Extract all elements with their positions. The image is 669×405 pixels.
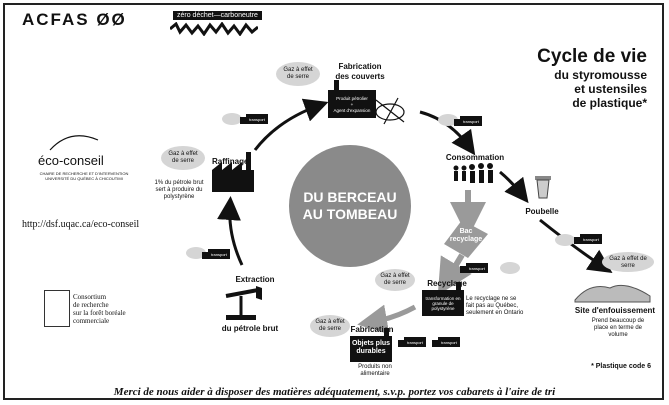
truck-label-3: transport <box>463 119 479 124</box>
truck-label-2: transport <box>211 252 227 257</box>
label-fabrication-1: Fabrication <box>338 62 382 71</box>
truck-icon-1 <box>240 114 268 124</box>
foret-text: Consortium de recherche sur la forêt bor… <box>73 293 126 325</box>
cloud-shape-5 <box>602 252 654 272</box>
truck-label-4: transport <box>583 237 599 242</box>
box-objets: Objets plus durables <box>351 340 391 355</box>
title-line1: du styromousse <box>554 68 647 82</box>
label-raffinage: Raffinage <box>212 157 249 166</box>
label-consommation: Consommation <box>445 153 505 162</box>
truck-icon-5 <box>460 263 488 273</box>
label-recyclage: Recyclage <box>427 279 467 288</box>
arrow-poubelle-enfouissement <box>539 218 613 273</box>
title-line2: et ustensiles <box>574 82 647 96</box>
utensils-icon <box>375 97 405 125</box>
label-bac-2: recyclage <box>449 236 483 243</box>
eco-conseil-url[interactable]: http://dsf.uqac.ca/eco-conseil <box>22 219 140 230</box>
eco-conseil-logo-swoosh <box>49 135 99 151</box>
truck-icon-7 <box>432 337 460 347</box>
cloud-label-4: Gaz à effet de serre <box>315 319 345 332</box>
title-main: Cycle de vie <box>537 46 647 67</box>
decorative-noise <box>170 22 258 36</box>
label-petrole-brut: du pétrole brut <box>221 324 279 333</box>
note-raffinage: 1% du pétrole brut sert à produire du po… <box>154 180 204 200</box>
arrow-recyclage-fabrication <box>357 304 417 335</box>
eco-conseil-logo: éco-conseil <box>38 153 104 168</box>
footer-message: Merci de nous aider à disposer des matiè… <box>113 386 556 398</box>
truck-label-5: transport <box>469 266 485 271</box>
arrow-raffinage-fabrication <box>253 98 329 151</box>
acfas-logo: ACFAS ØØ <box>22 10 127 29</box>
box-couverts-3: Agent d'expansion <box>333 108 371 113</box>
truck-label-1: transport <box>249 117 265 122</box>
factory-icon-recyclage <box>422 282 464 316</box>
center-line1: DU BERCEAU <box>303 189 397 205</box>
cloud-shape-small-5 <box>500 262 520 274</box>
label-fabrication-2: des couverts <box>335 72 385 81</box>
truck-label-6: transport <box>407 340 423 345</box>
note-objets: Produits non alimentaire <box>358 364 392 377</box>
foret-1: Consortium <box>73 293 107 301</box>
recycling-bin-shape <box>444 220 488 258</box>
cloud-shape-1 <box>276 62 320 86</box>
cloud-label-1: Gaz à effet de serre <box>283 67 313 80</box>
diagram-frame <box>3 3 664 400</box>
center-circle: DU BERCEAU AU TOMBEAU <box>289 145 411 267</box>
label-fabrication-objets: Fabrication <box>350 325 394 334</box>
cloud-shape-small-1 <box>222 113 242 125</box>
box-couverts-1: Produit pétrolier <box>336 96 368 101</box>
cloud-shape-small-3 <box>438 114 458 126</box>
cloud-shape-4 <box>310 315 350 337</box>
cloud-shape-small-4 <box>555 234 575 246</box>
tagline: zéro déchet—carboneutre <box>173 11 262 20</box>
eco-sub-2: UNIVERSITÉ DU QUÉBEC À CHICOUTIMI <box>45 176 123 181</box>
label-poubelle: Poubelle <box>525 207 559 216</box>
factory-icon-couverts <box>328 80 376 118</box>
center-line2: AU TOMBEAU <box>302 206 398 222</box>
landfill-pile <box>574 284 651 303</box>
label-enfouissement: Site d'enfouissement <box>574 306 656 315</box>
box-couverts: Produit pétrolier + Agent d'expansion <box>328 96 376 114</box>
trash-can-icon <box>535 176 551 199</box>
truck-label-7: transport <box>441 340 457 345</box>
foret-3: sur la forêt boréale <box>73 309 126 317</box>
label-bac-1: Bac <box>459 228 473 235</box>
foret-4: commerciale <box>73 317 110 325</box>
label-bac: Bac recyclage <box>444 228 488 244</box>
factory-icon-objets <box>350 328 392 362</box>
eco-conseil-sub: CHAIRE DE RECHERCHE ET D'INTERVENTION UN… <box>34 171 134 181</box>
note-recyclage: Le recyclage ne se fait pas au Québec, s… <box>466 296 524 316</box>
eco-sub-1: CHAIRE DE RECHERCHE ET D'INTERVENTION <box>39 171 129 176</box>
label-extraction: Extraction <box>235 275 275 284</box>
plastique-code: * Plastique code 6 <box>591 363 651 370</box>
pump-jack-icon <box>225 286 262 320</box>
box-couverts-2: + <box>350 102 354 107</box>
truck-icon-4 <box>574 234 602 244</box>
arrow-bac-recyclage <box>437 253 472 296</box>
truck-icon-6 <box>398 337 426 347</box>
diagram-title: Cycle de vie du styromousse et ustensile… <box>537 46 647 110</box>
cloud-label-3: Gaz à effet de serre <box>380 273 410 286</box>
cloud-label-5: Gaz à effet de serre <box>609 256 647 269</box>
box-recyclage: transformation en granule de polystyrène <box>425 296 461 311</box>
cloud-shape-2 <box>161 146 205 170</box>
foret-2: de recherche <box>73 301 109 309</box>
truck-icon-2 <box>202 249 230 259</box>
truck-icon-3 <box>454 116 482 126</box>
foret-logo <box>44 290 70 327</box>
arrow-consommation-poubelle <box>499 170 529 204</box>
factory-icon-raffinage <box>212 152 254 192</box>
cloud-label-2: Gaz à effet de serre <box>168 151 198 164</box>
title-line3: de plastique* <box>572 96 647 110</box>
arrow-extraction-raffinage <box>217 196 244 266</box>
cloud-shape-3 <box>375 269 415 291</box>
note-enfouissement: Prend beaucoup de place en terme de volu… <box>591 318 645 338</box>
cloud-shape-small-2 <box>186 247 206 259</box>
consumers-icon <box>453 163 493 183</box>
